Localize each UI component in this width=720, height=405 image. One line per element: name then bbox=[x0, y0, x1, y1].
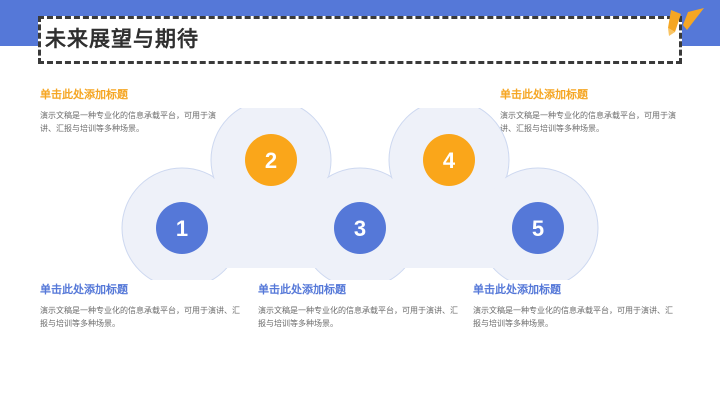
text-block-heading: 单击此处添加标题 bbox=[473, 284, 561, 296]
pencil-icon bbox=[655, 2, 715, 52]
node-label-1: 1 bbox=[176, 216, 188, 241]
page-title: 未来展望与期待 bbox=[45, 28, 199, 51]
title-dashed-frame bbox=[38, 16, 682, 64]
text-block-bottom-center[interactable]: 单击此处添加标题 演示文稿是一种专业化的信息承载平台，可用于演讲、汇报与培训等多… bbox=[258, 283, 463, 330]
diagram-node-4[interactable]: 4 bbox=[423, 134, 475, 186]
diagram-blob bbox=[121, 99, 599, 289]
text-block-heading: 单击此处添加标题 bbox=[500, 89, 588, 101]
diagram-node-1[interactable]: 1 bbox=[156, 202, 208, 254]
text-block-bottom-right[interactable]: 单击此处添加标题 演示文稿是一种专业化的信息承载平台，可用于演讲、汇报与培训等多… bbox=[473, 283, 678, 330]
node-label-5: 5 bbox=[532, 216, 544, 241]
text-block-body: 演示文稿是一种专业化的信息承载平台，可用于演讲、汇报与培训等多种场景。 bbox=[40, 111, 216, 133]
diagram-node-2[interactable]: 2 bbox=[245, 134, 297, 186]
text-block-body: 演示文稿是一种专业化的信息承载平台，可用于演讲、汇报与培训等多种场景。 bbox=[40, 306, 240, 328]
text-block-heading: 单击此处添加标题 bbox=[258, 284, 346, 296]
text-block-heading: 单击此处添加标题 bbox=[40, 89, 128, 101]
text-block-body: 演示文稿是一种专业化的信息承载平台，可用于演讲、汇报与培训等多种场景。 bbox=[500, 111, 676, 133]
text-block-heading: 单击此处添加标题 bbox=[40, 284, 128, 296]
node-label-2: 2 bbox=[265, 148, 277, 173]
text-block-body: 演示文稿是一种专业化的信息承载平台，可用于演讲、汇报与培训等多种场景。 bbox=[258, 306, 458, 328]
node-label-3: 3 bbox=[354, 216, 366, 241]
process-diagram: 1 2 3 4 5 bbox=[120, 99, 600, 289]
diagram-node-3[interactable]: 3 bbox=[334, 202, 386, 254]
text-block-bottom-left[interactable]: 单击此处添加标题 演示文稿是一种专业化的信息承载平台，可用于演讲、汇报与培训等多… bbox=[40, 283, 240, 330]
text-block-top-right[interactable]: 单击此处添加标题 演示文稿是一种专业化的信息承载平台，可用于演讲、汇报与培训等多… bbox=[500, 88, 685, 135]
node-label-4: 4 bbox=[443, 148, 456, 173]
text-block-body: 演示文稿是一种专业化的信息承载平台，可用于演讲、汇报与培训等多种场景。 bbox=[473, 306, 673, 328]
text-block-top-left[interactable]: 单击此处添加标题 演示文稿是一种专业化的信息承载平台，可用于演讲、汇报与培训等多… bbox=[40, 88, 220, 135]
diagram-node-5[interactable]: 5 bbox=[512, 202, 564, 254]
